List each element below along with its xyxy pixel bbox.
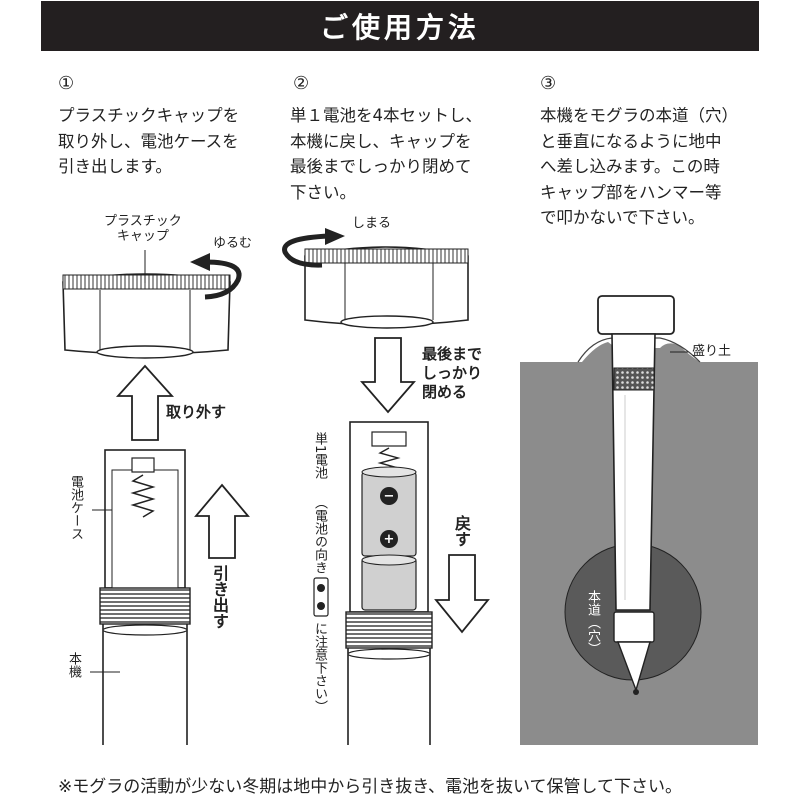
battery-case-label: 電池ケース [68, 475, 83, 540]
step1-cap [62, 273, 231, 359]
step2-thread [345, 611, 433, 649]
step1-thread [99, 587, 191, 625]
step1-main-unit [102, 624, 188, 745]
battery-type-label: 単1電池 [312, 432, 327, 480]
plus-sign: + [383, 532, 395, 547]
page-title: ご使用方法 [41, 1, 759, 51]
page-title-text: ご使用方法 [319, 11, 480, 44]
step2-tighten-arrow [282, 228, 345, 268]
plastic-cap-label: プラスチック キャップ [104, 214, 182, 244]
battery-caution-label: に注意下さい） [312, 622, 327, 713]
step2-cap [304, 246, 469, 329]
mound-label: 盛り土 [692, 344, 732, 359]
step1-remove-arrow [115, 364, 175, 441]
step-3-text: 本機をモグラの本道（穴） と垂直になるように地中 へ差し込みます。この時 キャッ… [540, 106, 738, 227]
step2-batteries [361, 466, 417, 611]
battery-direction-label: （電池の向き [312, 496, 327, 574]
winter-storage-note: ※モグラの活動が少ない冬期は地中から引き抜き、電池を抜いて保管して下さい。 [58, 777, 683, 797]
step-2-number: ② [293, 73, 310, 94]
close-fully-label: 最後まで しっかり 閉める [422, 345, 483, 401]
step-3-number: ③ [540, 73, 557, 94]
step2-close-arrow [360, 337, 416, 414]
step1-pull-arrow [194, 483, 250, 559]
battery-direction-icon [313, 577, 329, 617]
plus-terminal-icon [380, 530, 398, 548]
step1-loosen-arrow [190, 253, 242, 300]
tunnel-label: 本道（穴） [585, 590, 600, 655]
main-unit-label: 本機 [66, 652, 81, 678]
step-2-text: 単１電池を4本セットし、 本機に戻し、キャップを 最後までしっかり閉めて 下さい… [290, 106, 482, 202]
step2-main-unit [347, 648, 431, 745]
remove-label: 取り外す [166, 403, 227, 421]
step1-battery-case [104, 449, 186, 589]
loosen-label: ゆるむ [213, 236, 253, 251]
minus-terminal-icon [380, 487, 398, 505]
step3-device [597, 295, 675, 695]
minus-sign: − [383, 489, 395, 504]
step-1-number: ① [58, 73, 75, 94]
step-1-text: プラスチックキャップを 取り外し、電池ケースを 引き出します。 [58, 106, 240, 176]
pull-out-label: 引き出す [210, 565, 229, 629]
step2-return-arrow [434, 554, 490, 634]
return-label: 戻す [452, 515, 471, 547]
tighten-label: しまる [352, 216, 392, 231]
